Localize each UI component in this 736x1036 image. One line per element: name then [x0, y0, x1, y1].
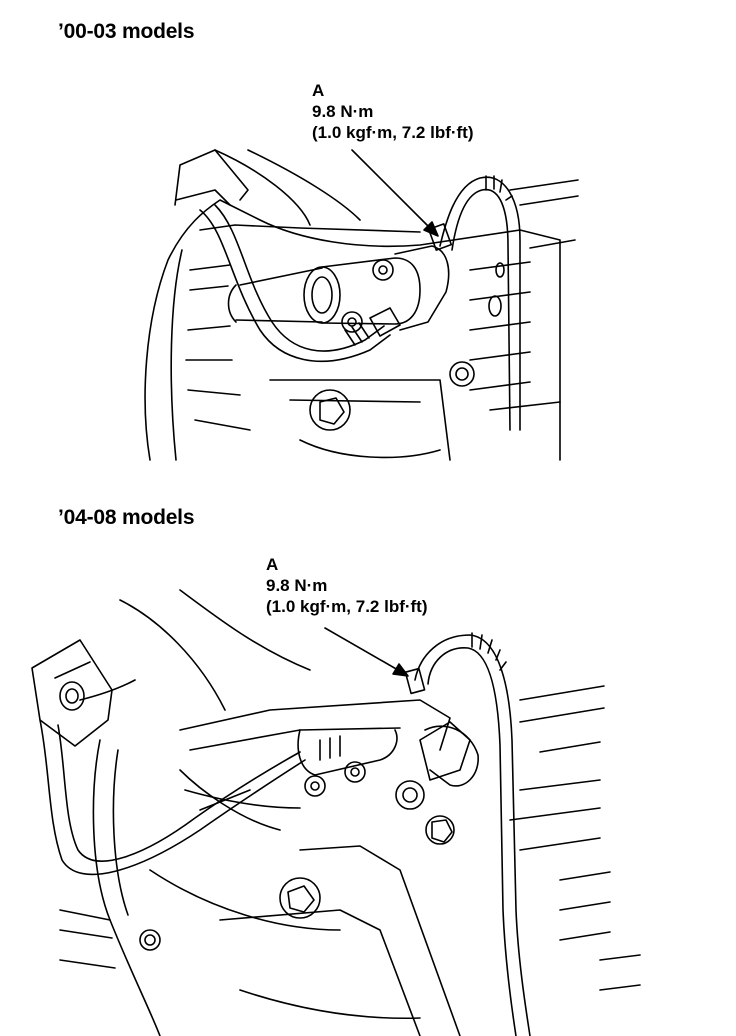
torque-value: 9.8 N·m	[266, 576, 328, 595]
transmission-housing	[145, 200, 560, 460]
bleeder-fitting	[373, 260, 393, 280]
hose-bracket	[32, 640, 112, 746]
clutch-pipe	[440, 177, 520, 430]
figure-00-03: ’00-03 models A 9.8 N·m (1.0 kgf·m, 7.2 …	[0, 0, 736, 490]
torque-value-alt: (1.0 kgf·m, 7.2 lbf·ft)	[266, 597, 428, 616]
flare-nut-a	[429, 224, 452, 250]
housing-bolt	[280, 878, 320, 918]
leader-line	[325, 628, 398, 670]
clutch-pipe	[415, 635, 530, 1036]
clutch-line-illustration	[0, 0, 736, 490]
housing-bolt-right	[450, 362, 474, 386]
figure-heading: ’04-08 models	[58, 506, 195, 529]
housing-bolt	[310, 390, 350, 430]
callout-a: A 9.8 N·m (1.0 kgf·m, 7.2 lbf·ft)	[312, 80, 474, 143]
slave-cylinder	[229, 246, 449, 336]
clutch-hose	[200, 210, 390, 361]
housing-bolt-lower	[140, 930, 160, 950]
callout-a: A 9.8 N·m (1.0 kgf·m, 7.2 lbf·ft)	[266, 554, 428, 617]
clutch-line-illustration	[0, 490, 736, 1036]
figure-heading: ’00-03 models	[58, 20, 195, 43]
leader-line	[352, 150, 430, 228]
housing-bolt-right	[426, 816, 454, 844]
callout-label: A	[266, 555, 279, 574]
callout-label: A	[312, 81, 325, 100]
figure-04-08: ’04-08 models A 9.8 N·m (1.0 kgf·m, 7.2 …	[0, 490, 736, 1036]
slave-cylinder	[180, 700, 478, 830]
clutch-hose	[80, 680, 135, 700]
torque-value: 9.8 N·m	[312, 102, 374, 121]
torque-value-alt: (1.0 kgf·m, 7.2 lbf·ft)	[312, 123, 474, 142]
flare-nut-a	[405, 669, 424, 694]
leader-arrowhead	[393, 664, 408, 676]
